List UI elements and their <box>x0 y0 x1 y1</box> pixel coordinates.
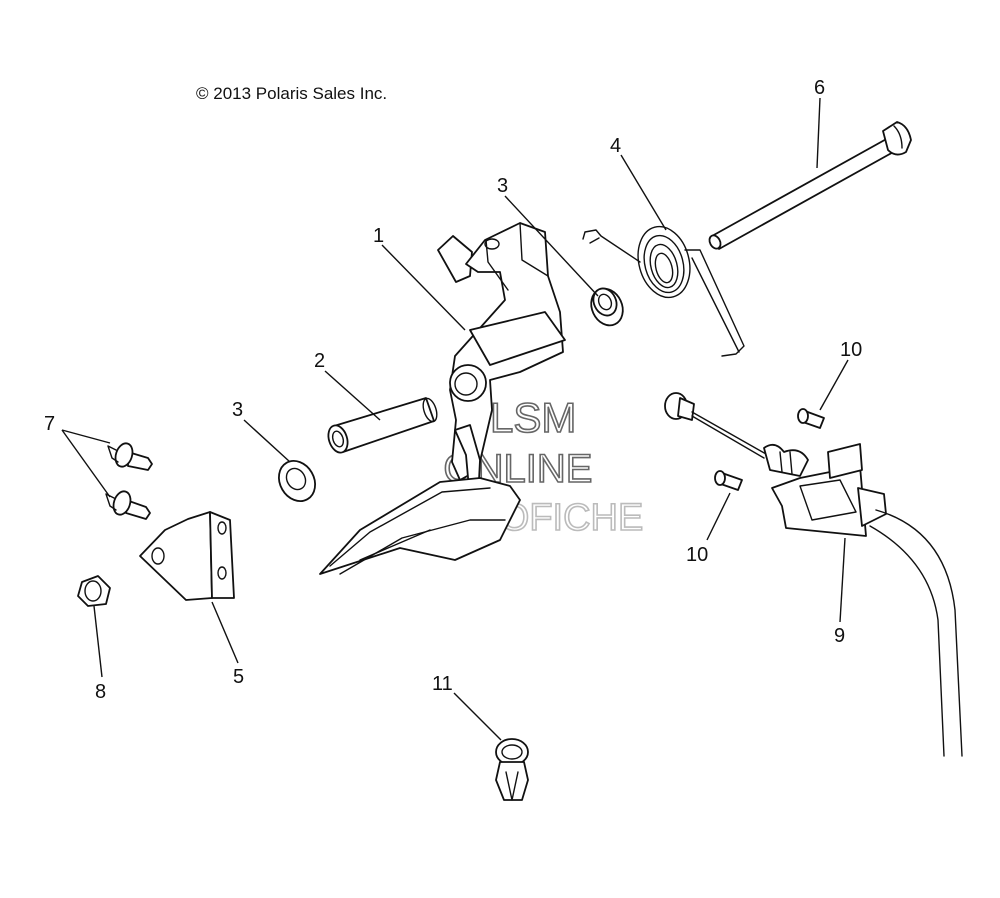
part-2-sleeve[interactable] <box>325 397 439 455</box>
callout-11: 11 <box>432 673 453 695</box>
part-9-cable[interactable] <box>664 392 963 757</box>
callout-7: 7 <box>44 413 55 435</box>
callout-5: 5 <box>233 666 244 688</box>
callout-10-lower: 10 <box>686 544 708 566</box>
callout-6: 6 <box>814 77 825 99</box>
callout-3-lower: 3 <box>232 399 243 421</box>
part-8-nut[interactable] <box>77 575 111 607</box>
leader-lines <box>61 97 849 741</box>
part-7-bolt-lower[interactable] <box>105 489 151 520</box>
part-3-bushing-upper[interactable] <box>585 283 628 330</box>
part-1-pedal[interactable] <box>319 222 566 575</box>
part-10-pin-upper[interactable] <box>797 408 825 429</box>
part-7-bolt-upper[interactable] <box>107 441 153 471</box>
part-11-clip[interactable] <box>495 738 529 801</box>
callout-10-upper: 10 <box>840 339 862 361</box>
callout-4: 4 <box>610 135 621 157</box>
part-6-bolt[interactable] <box>707 121 912 251</box>
part-4-spring[interactable] <box>582 221 745 357</box>
part-5-bracket[interactable] <box>139 511 235 601</box>
callout-2: 2 <box>314 350 325 372</box>
callouts: 1 2 3 3 4 5 6 7 8 9 10 10 11 <box>44 77 862 703</box>
copyright-notice: © 2013 Polaris Sales Inc. <box>196 84 388 103</box>
callout-8: 8 <box>95 681 106 703</box>
callout-3-upper: 3 <box>497 175 508 197</box>
callout-1: 1 <box>373 225 384 247</box>
part-10-pin-lower[interactable] <box>714 470 743 491</box>
part-3-washer-lower[interactable] <box>272 454 322 507</box>
callout-9: 9 <box>834 625 845 647</box>
